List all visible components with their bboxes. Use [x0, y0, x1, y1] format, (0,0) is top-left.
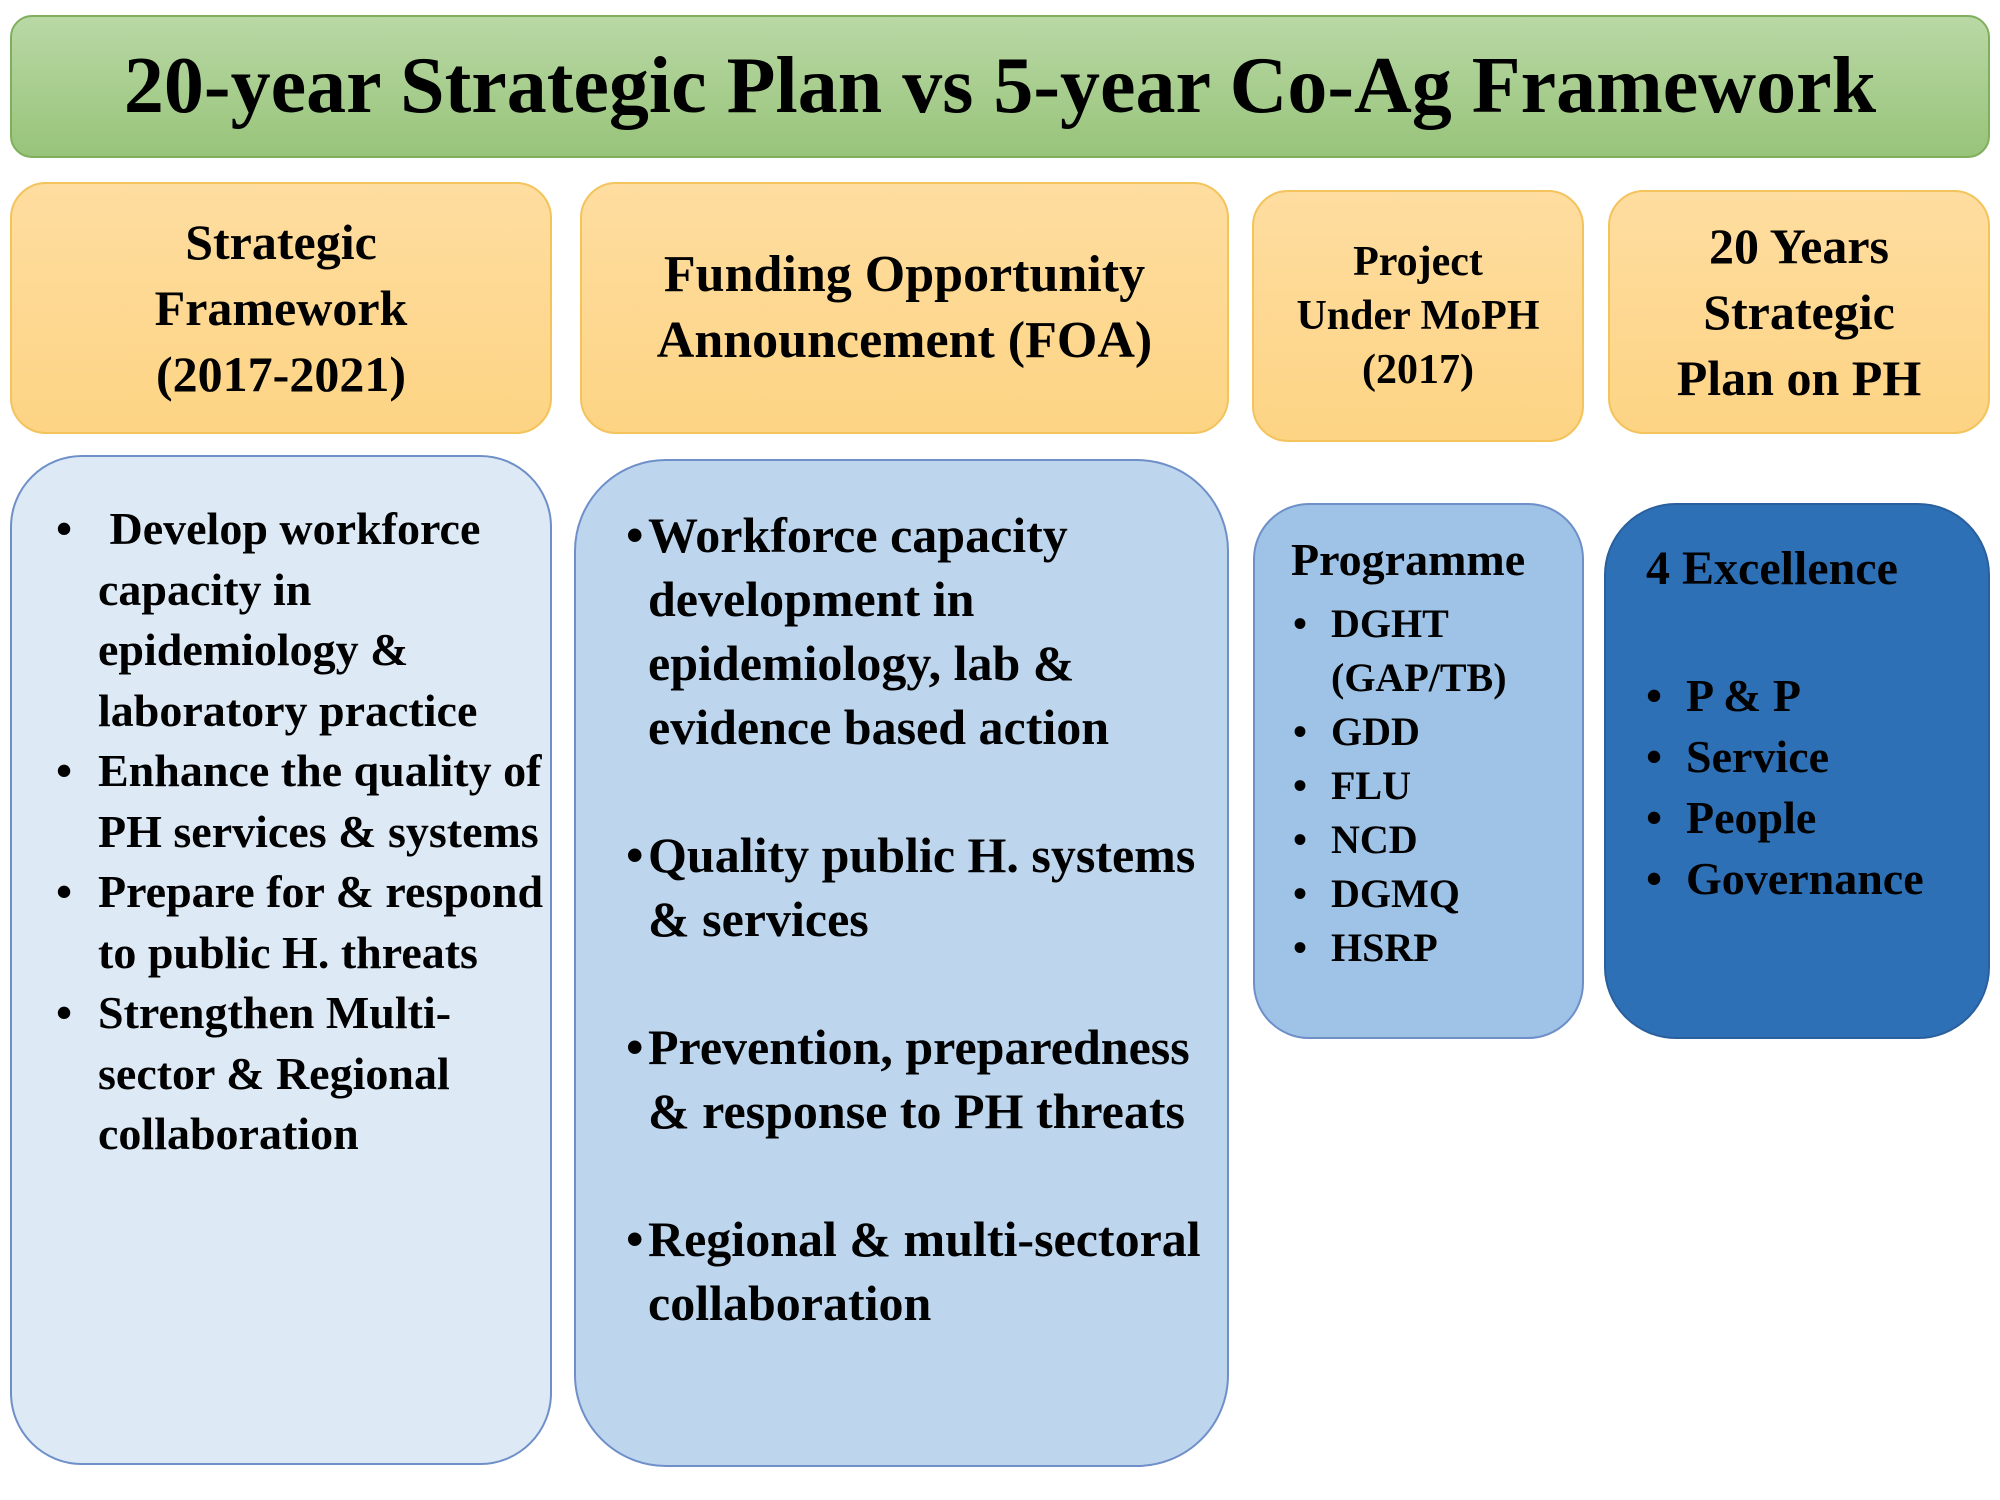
excellence-list: P & P Service People Governance — [1646, 665, 1986, 909]
list-item: People — [1646, 787, 1986, 848]
list-item: Prevention, preparedness & response to P… — [626, 1015, 1208, 1143]
excellence-title: 4 Excellence — [1646, 542, 1898, 595]
list-item: DGMQ — [1293, 867, 1581, 921]
list-item: Enhance the quality of PH services & sys… — [56, 741, 544, 862]
list-item: Quality public H. systems & services — [626, 823, 1208, 951]
list-item: Governance — [1646, 848, 1986, 909]
list-item: Strengthen Multi-sector & Regional colla… — [56, 983, 544, 1165]
header-20-year-plan: 20 Years Strategic Plan on PH — [1608, 190, 1990, 434]
excellence-panel: 4 Excellence P & P Service People Govern… — [1604, 503, 1990, 1039]
list-item: FLU — [1293, 759, 1581, 813]
list-item: P & P — [1646, 665, 1986, 726]
programme-list: DGHT (GAP/TB) GDD FLU NCD DGMQ HSRP — [1293, 597, 1581, 975]
list-item: HSRP — [1293, 921, 1581, 975]
header-project-mophp: Project Under MoPH (2017) — [1252, 190, 1584, 442]
list-item: Service — [1646, 726, 1986, 787]
header-strategic-framework: Strategic Framework (2017-2021) — [10, 182, 552, 434]
list-item: Regional & multi-sectoral collaboration — [626, 1207, 1208, 1335]
strategic-framework-list: Develop workforce capacity in epidemiolo… — [56, 499, 544, 1165]
page-title: 20-year Strategic Plan vs 5-year Co-Ag F… — [10, 15, 1990, 158]
header-foa: Funding Opportunity Announcement (FOA) — [580, 182, 1229, 434]
list-item: DGHT (GAP/TB) — [1293, 597, 1581, 705]
list-item: GDD — [1293, 705, 1581, 759]
list-item: Develop workforce capacity in epidemiolo… — [56, 499, 544, 741]
foa-list: Workforce capacity development in epidem… — [626, 503, 1208, 1335]
programme-panel: Programme DGHT (GAP/TB) GDD FLU NCD DGMQ… — [1253, 503, 1584, 1039]
list-item: Workforce capacity development in epidem… — [626, 503, 1208, 759]
list-item: NCD — [1293, 813, 1581, 867]
strategic-framework-panel: Develop workforce capacity in epidemiolo… — [10, 455, 552, 1465]
list-item: Prepare for & respond to public H. threa… — [56, 862, 544, 983]
foa-panel: Workforce capacity development in epidem… — [574, 459, 1229, 1467]
programme-title: Programme — [1291, 534, 1526, 585]
